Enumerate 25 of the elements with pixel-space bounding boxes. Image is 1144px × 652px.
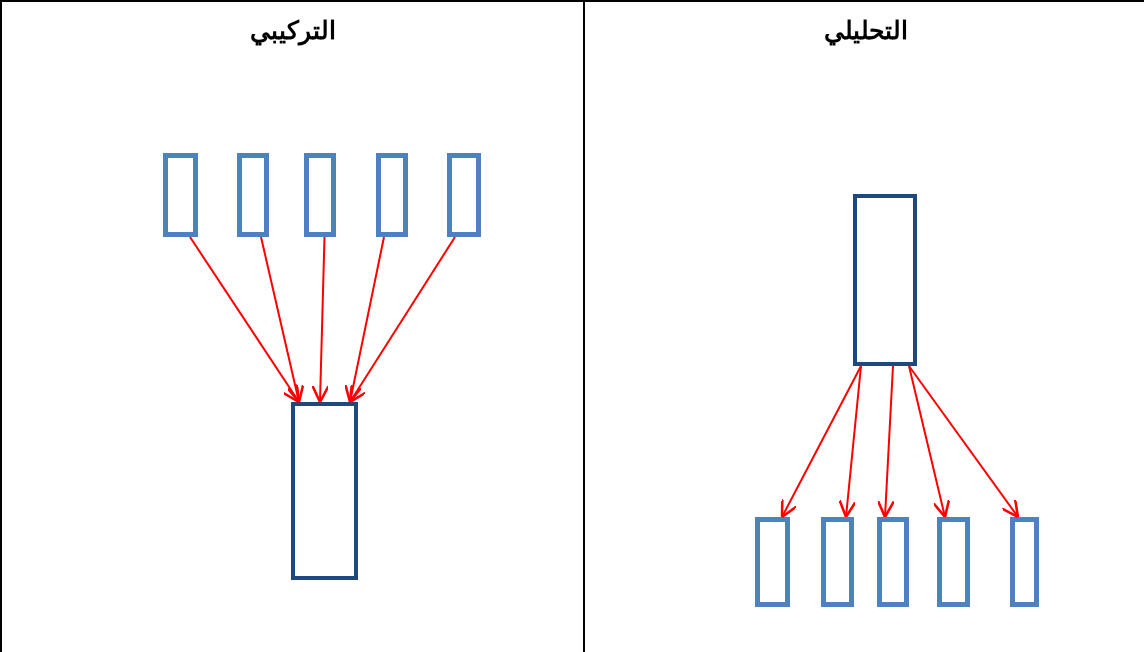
part-box — [237, 153, 269, 237]
arrow — [189, 236, 301, 404]
arrow — [344, 236, 385, 404]
arrow — [780, 365, 862, 519]
part-box — [877, 517, 909, 607]
table-cell — [0, 0, 585, 652]
arrow — [876, 365, 896, 519]
arrow — [908, 365, 1020, 519]
column-heading: التركيبي — [249, 16, 336, 45]
arrow — [348, 236, 456, 404]
whole-box — [853, 194, 917, 366]
arrow — [838, 365, 862, 519]
arrow — [311, 236, 330, 404]
part-box — [447, 153, 481, 237]
arrow — [260, 236, 305, 404]
part-box — [755, 517, 790, 607]
arrow — [908, 365, 951, 519]
part-box — [821, 517, 854, 607]
whole-box — [291, 402, 358, 580]
part-box — [1010, 517, 1039, 607]
part-box — [163, 153, 198, 237]
column-heading: التحليلي — [823, 16, 908, 45]
part-box — [304, 153, 336, 237]
part-box — [376, 153, 408, 237]
part-box — [937, 517, 970, 607]
